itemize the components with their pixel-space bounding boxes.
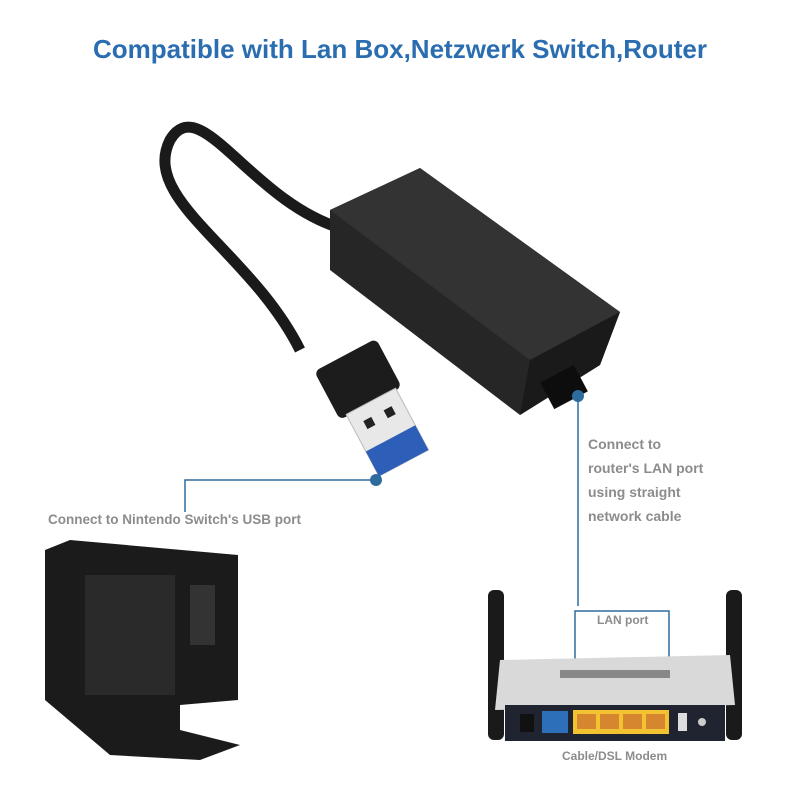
lan-callout-dot	[572, 390, 584, 402]
headline: Compatible with Lan Box,Netzwerk Switch,…	[93, 34, 707, 64]
lan-callout-label: Connect to router's LAN port using strai…	[588, 432, 703, 528]
ethernet-adapter	[330, 168, 620, 415]
usb-callout-line	[184, 479, 375, 512]
modem-label: Cable/DSL Modem	[562, 749, 668, 763]
usb-callout-label: Connect to Nintendo Switch's USB port	[48, 512, 301, 527]
lan-callout-line-4: network cable	[588, 508, 682, 524]
lan-callout-line-3: using straight	[588, 484, 681, 500]
rj45-port	[540, 364, 588, 410]
lan-callout-line-2: router's LAN port	[588, 460, 704, 476]
usb-cable	[159, 121, 342, 353]
router	[488, 590, 742, 741]
lan-port-label: LAN port	[597, 613, 649, 627]
usb-plug	[316, 340, 430, 477]
usb-callout-dot	[370, 474, 382, 486]
lan-callout-line-1: Connect to	[588, 436, 662, 452]
nintendo-switch-dock	[45, 540, 240, 760]
